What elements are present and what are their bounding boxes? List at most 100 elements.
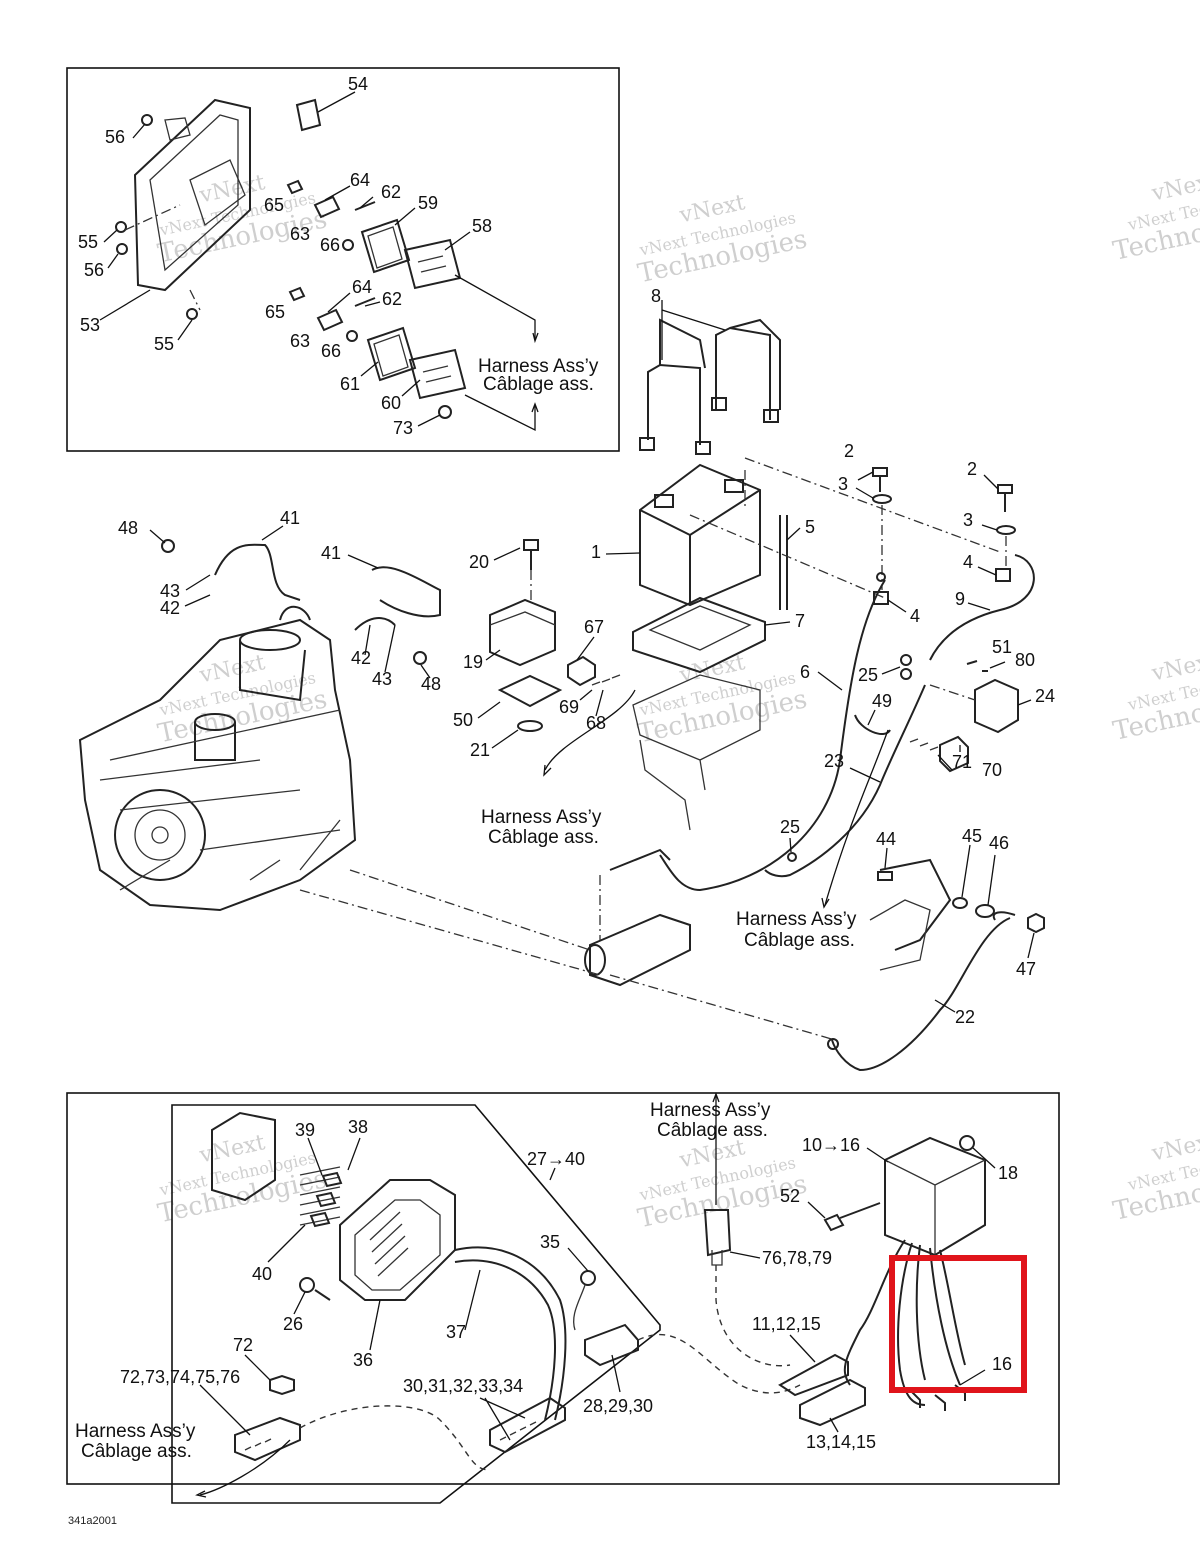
callout-2: 2 <box>844 441 854 461</box>
callout-37: 37 <box>446 1322 466 1342</box>
callout-26: 26 <box>283 1314 303 1334</box>
callout-2: 2 <box>967 459 977 479</box>
callout-11-12-15: 11,12,15 <box>752 1314 821 1334</box>
callout-47: 47 <box>1016 959 1036 979</box>
callout-20: 20 <box>469 552 489 572</box>
callout-67: 67 <box>584 617 604 637</box>
callout-9: 9 <box>955 589 965 609</box>
callout-64: 64 <box>350 170 370 190</box>
callout-66: 66 <box>320 235 340 255</box>
callout-19: 19 <box>463 652 483 672</box>
callout-41: 41 <box>321 543 341 563</box>
callout-43: 43 <box>372 669 392 689</box>
callout-4: 4 <box>910 606 920 626</box>
harness-label-line1: Harness Ass’y <box>736 909 857 930</box>
callout-36: 36 <box>353 1350 373 1370</box>
callout-76-78-79: 76,78,79 <box>762 1248 832 1268</box>
watermark: vNext vNext Technologies Technologies <box>635 190 810 289</box>
callout-18: 18 <box>998 1163 1018 1183</box>
callout-55: 55 <box>154 334 174 354</box>
callout-13-14-15: 13,14,15 <box>806 1432 876 1452</box>
callout-46: 46 <box>989 833 1009 853</box>
drawing-number: 341a2001 <box>68 1515 117 1527</box>
callout-63: 63 <box>290 224 310 244</box>
callout-71: 71 <box>952 752 972 772</box>
harness-label-line2: Câblage ass. <box>657 1120 768 1141</box>
callout-labels: 54 56 65 64 62 59 63 58 66 55 56 64 62 6… <box>68 74 1055 1527</box>
watermark-edge: vNext vNext Technologies Technologies <box>1110 1128 1200 1226</box>
callout-25: 25 <box>780 817 800 837</box>
callout-7: 7 <box>795 611 805 631</box>
inset-ignition-parts <box>115 98 539 432</box>
callout-54: 54 <box>348 74 368 94</box>
callout-6: 6 <box>800 662 810 682</box>
callout-70: 70 <box>982 760 1002 780</box>
callout-68: 68 <box>586 713 606 733</box>
callout-50: 50 <box>453 710 473 730</box>
callout-10-16: 10→16 <box>802 1135 860 1155</box>
harness-label-line2: Câblage ass. <box>483 374 594 395</box>
callout-28-29-30: 28,29,30 <box>583 1396 653 1416</box>
callout-41: 41 <box>280 508 300 528</box>
inset-frame-cdi <box>66 1092 1060 1485</box>
callout-48: 48 <box>421 674 441 694</box>
leader-lines <box>99 91 1035 1441</box>
callout-16: 16 <box>992 1354 1012 1374</box>
harness-label-line2: Câblage ass. <box>488 827 599 848</box>
callout-59: 59 <box>418 193 438 213</box>
callout-48: 48 <box>118 518 138 538</box>
ground-cable-assembly <box>787 654 1045 1072</box>
watermark-edge: vNext vNext Technologies Technologies <box>1110 648 1200 746</box>
harness-label-line1: Harness Ass’y <box>650 1100 771 1121</box>
callout-42: 42 <box>351 648 371 668</box>
callout-22: 22 <box>955 1007 975 1027</box>
callout-65: 65 <box>264 195 284 215</box>
callout-35: 35 <box>540 1232 560 1252</box>
callout-5: 5 <box>805 517 815 537</box>
callout-63: 63 <box>290 331 310 351</box>
callout-62: 62 <box>382 289 402 309</box>
engine-assembly <box>78 539 836 1041</box>
callout-8: 8 <box>651 286 661 306</box>
harness-label-line2: Câblage ass. <box>81 1441 192 1462</box>
watermark-edge: vNext vNext Technologies Technologies <box>1110 168 1200 266</box>
harness-label-line1: Harness Ass’y <box>478 356 599 377</box>
callout-62: 62 <box>381 182 401 202</box>
callout-61: 61 <box>340 374 360 394</box>
callout-25: 25 <box>858 665 878 685</box>
highlight-box <box>889 1255 1027 1393</box>
callout-23: 23 <box>824 751 844 771</box>
callout-56: 56 <box>105 127 125 147</box>
callout-27-40: 27→40 <box>527 1149 585 1169</box>
callout-72: 72 <box>233 1335 253 1355</box>
callout-39: 39 <box>295 1120 315 1140</box>
callout-43: 43 <box>160 581 180 601</box>
callout-80: 80 <box>1015 650 1035 670</box>
callout-58: 58 <box>472 216 492 236</box>
callout-24: 24 <box>1035 686 1055 706</box>
callout-21: 21 <box>470 740 490 760</box>
callout-45: 45 <box>962 826 982 846</box>
callout-4: 4 <box>963 552 973 572</box>
callout-38: 38 <box>348 1117 368 1137</box>
inset-frame-ignition <box>66 67 620 452</box>
callout-73: 73 <box>393 418 413 438</box>
callout-1: 1 <box>591 542 601 562</box>
callout-44: 44 <box>876 829 896 849</box>
callout-42: 42 <box>160 598 180 618</box>
callout-30-34: 30,31,32,33,34 <box>403 1376 523 1396</box>
callout-69: 69 <box>559 697 579 717</box>
callout-65: 65 <box>265 302 285 322</box>
harness-label-line1: Harness Ass’y <box>75 1421 196 1442</box>
callout-3: 3 <box>963 510 973 530</box>
callout-51: 51 <box>992 637 1012 657</box>
callout-64: 64 <box>352 277 372 297</box>
callout-72-76: 72,73,74,75,76 <box>120 1367 240 1387</box>
inset-cdi-subframe <box>171 1104 661 1504</box>
callout-66: 66 <box>321 341 341 361</box>
callout-52: 52 <box>780 1186 800 1206</box>
callout-3: 3 <box>838 474 848 494</box>
battery-assembly <box>632 318 1035 892</box>
callout-40: 40 <box>252 1264 272 1284</box>
